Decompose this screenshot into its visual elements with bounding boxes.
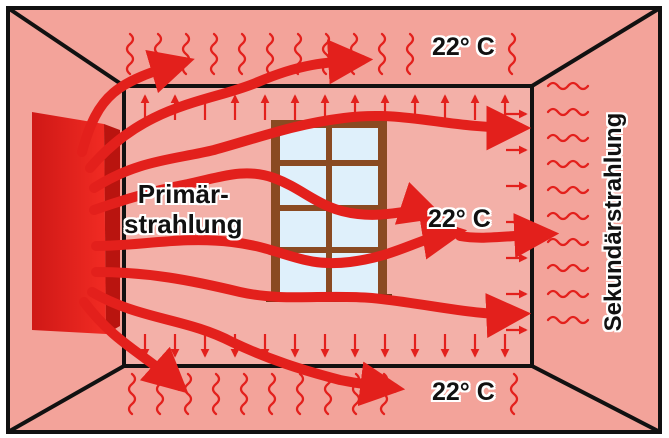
top-right-perspective-line [530, 6, 662, 88]
primary-arrow-2 [85, 39, 374, 173]
heater-panel-icon [32, 112, 106, 334]
primary-radiation-label: Primär- strahlung [124, 179, 243, 240]
top-wave-11 [405, 32, 415, 76]
primary-arrow-4 [89, 168, 445, 225]
primary-arrow-7 [87, 287, 406, 407]
bottom-left-perspective-line [7, 364, 125, 434]
bottom-wave-1 [127, 372, 137, 416]
bottom-wave-6 [267, 372, 277, 416]
bottom-wave-4 [211, 372, 221, 416]
bottom-temperature-label: 22° C [432, 378, 495, 406]
primary-radiation-label-line-1: Primär- [137, 179, 229, 209]
top-wave-10 [377, 32, 387, 76]
window-top-crossbar [280, 160, 378, 166]
right-wave-8 [546, 263, 590, 273]
right-wave-2 [546, 107, 590, 117]
primary-arrow-8 [79, 297, 189, 394]
bottom-wave-7 [295, 372, 305, 416]
primary-arrow-3 [89, 105, 532, 193]
bottom-right-perspective-line [531, 364, 661, 434]
right-wave-3 [546, 133, 590, 143]
top-temperature-label: 22° C [432, 33, 495, 61]
bottom-secondary-radiation-waves [127, 372, 519, 416]
window-lower-crossbar [280, 247, 378, 253]
bottom-wave-3 [183, 372, 193, 416]
bottom-wave-5 [239, 372, 249, 416]
right-wave-5 [546, 185, 590, 195]
top-secondary-radiation-waves [125, 32, 517, 76]
primary-arrow-5 [91, 215, 468, 269]
primary-arrow-right-middle [455, 213, 560, 259]
top-wave-5 [237, 32, 247, 76]
right-wave-4 [546, 159, 590, 169]
right-wave-1 [546, 81, 590, 91]
primary-radiation-label-line-2: strahlung [124, 208, 243, 239]
top-left-perspective-line [6, 6, 126, 88]
top-wave-4 [209, 32, 219, 76]
right-wave-10 [546, 315, 590, 325]
top-wave-6 [265, 32, 275, 76]
bottom-wave-11 [509, 372, 519, 416]
top-wave-12 [507, 32, 517, 76]
top-wave-1 [125, 32, 135, 76]
right-wave-9 [546, 289, 590, 299]
primary-radiation-arrows [77, 39, 560, 407]
secondary-radiation-label: Sekundärstrahlung [600, 112, 627, 332]
primary-arrow-6 [91, 267, 532, 338]
middle-temperature-label: 22° C [428, 205, 491, 233]
primary-arrow-1 [77, 49, 195, 157]
